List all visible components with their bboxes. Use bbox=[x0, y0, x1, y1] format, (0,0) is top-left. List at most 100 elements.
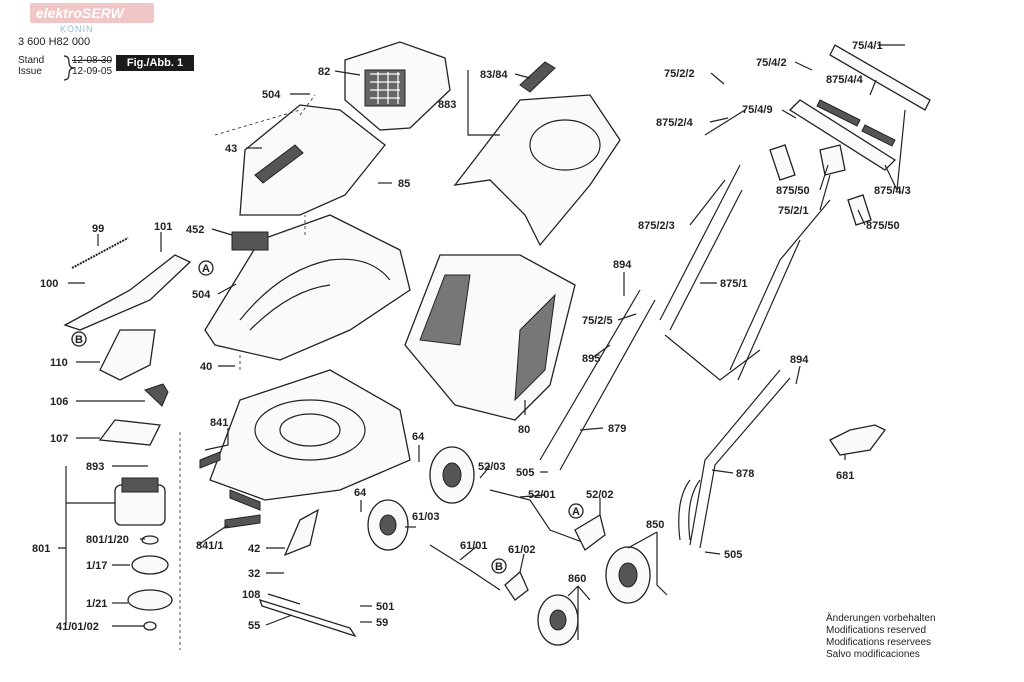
blade-part bbox=[258, 599, 357, 638]
marker-a-1 bbox=[198, 260, 214, 276]
upper-handle-part bbox=[659, 109, 831, 381]
label-505a: 505 bbox=[516, 467, 534, 479]
mower-deck-part bbox=[209, 369, 411, 501]
label-43: 43 bbox=[225, 143, 237, 155]
control-bar-part bbox=[788, 99, 897, 171]
label-52-03: 52/03 bbox=[478, 461, 506, 473]
label-64a: 64 bbox=[412, 431, 425, 443]
label-52-01: 52/01 bbox=[528, 489, 556, 501]
label-80: 80 bbox=[518, 424, 530, 436]
wheel-rear-upper bbox=[429, 446, 475, 504]
label-452: 452 bbox=[186, 224, 204, 236]
label-1-21: 1/21 bbox=[86, 598, 107, 610]
label-681: 681 bbox=[836, 470, 854, 482]
grip-part bbox=[829, 424, 886, 456]
label-875-4-4: 875/4/4 bbox=[826, 74, 864, 86]
label-841: 841 bbox=[210, 417, 228, 429]
grass-box-lid-part bbox=[453, 94, 621, 247]
label-75-2-1: 75/2/1 bbox=[778, 205, 809, 217]
label-75-4-1: 75/4/1 bbox=[852, 40, 883, 52]
label-875-1: 875/1 bbox=[720, 278, 748, 290]
figure-label: Fig./Abb. 1 bbox=[116, 55, 194, 71]
height-lever-part bbox=[63, 254, 192, 331]
svg-text:B: B bbox=[75, 334, 83, 346]
label-504a: 504 bbox=[262, 89, 281, 101]
label-75-4-2: 75/4/2 bbox=[756, 57, 787, 69]
label-894b: 894 bbox=[790, 354, 809, 366]
footer-note-de: Änderungen vorbehalten bbox=[826, 613, 936, 624]
svg-text:B: B bbox=[495, 561, 503, 573]
label-895: 895 bbox=[582, 353, 600, 365]
label-108: 108 bbox=[242, 589, 260, 601]
label-875-50b: 875/50 bbox=[866, 220, 900, 232]
label-878: 878 bbox=[736, 468, 754, 480]
label-83-84: 83/84 bbox=[480, 69, 508, 81]
label-110: 110 bbox=[50, 357, 68, 369]
label-505b: 505 bbox=[724, 549, 742, 561]
switch-cover-part bbox=[99, 329, 156, 381]
label-61-03: 61/03 bbox=[412, 511, 440, 523]
label-504b: 504 bbox=[192, 289, 211, 301]
marker-a-2 bbox=[568, 503, 584, 519]
motor-part bbox=[114, 477, 173, 631]
svg-text:A: A bbox=[572, 506, 580, 518]
label-883: 883 bbox=[438, 99, 456, 111]
label-61-01: 61/01 bbox=[460, 540, 488, 552]
label-894a: 894 bbox=[613, 259, 632, 271]
label-99: 99 bbox=[92, 223, 104, 235]
label-879: 879 bbox=[608, 423, 626, 435]
wheel-rear-right bbox=[605, 546, 651, 604]
footer-note-fr: Modifications reservees bbox=[826, 637, 932, 648]
label-801-1-20: 801/1/20 bbox=[86, 534, 129, 546]
label-841-1: 841/1 bbox=[196, 540, 224, 552]
label-59: 59 bbox=[376, 617, 388, 629]
wheel-front-left bbox=[367, 499, 409, 551]
label-100: 100 bbox=[40, 278, 58, 290]
label-42: 42 bbox=[248, 543, 260, 555]
top-cover-part bbox=[344, 41, 451, 131]
switch-block-part bbox=[231, 231, 269, 251]
label-41-01-02: 41/01/02 bbox=[56, 621, 99, 633]
label-893: 893 bbox=[86, 461, 104, 473]
label-64b: 64 bbox=[354, 487, 367, 499]
document-number: 3 600 H82 000 bbox=[18, 36, 91, 48]
switch-box-part bbox=[98, 419, 161, 446]
label-101: 101 bbox=[154, 221, 172, 233]
label-52-02: 52/02 bbox=[586, 489, 614, 501]
label-1-17: 1/17 bbox=[86, 560, 107, 572]
watermark-brand: elektroSERW bbox=[30, 3, 154, 23]
label-40: 40 bbox=[200, 361, 212, 373]
footer-note-en: Modifications reserved bbox=[826, 625, 927, 636]
motor-hood-part bbox=[239, 104, 386, 216]
label-75-2-2: 75/2/2 bbox=[664, 68, 695, 80]
label-107: 107 bbox=[50, 433, 68, 445]
label-75-4-9: 75/4/9 bbox=[742, 104, 773, 116]
issue-date: 12-09-05 bbox=[72, 66, 113, 77]
svg-text:A: A bbox=[202, 263, 210, 275]
label-61-02: 61/02 bbox=[508, 544, 536, 556]
wheel-front-bottom bbox=[537, 594, 579, 646]
label-75-2-5: 75/2/5 bbox=[582, 315, 613, 327]
label-85: 85 bbox=[398, 178, 410, 190]
label-501: 501 bbox=[376, 601, 394, 613]
lower-handle-part bbox=[689, 369, 791, 549]
label-106: 106 bbox=[50, 396, 68, 408]
label-875-2-4: 875/2/4 bbox=[656, 117, 694, 129]
flap-part bbox=[283, 508, 319, 557]
label-850: 850 bbox=[646, 519, 664, 531]
label-801: 801 bbox=[32, 543, 50, 555]
label-55: 55 bbox=[248, 620, 260, 632]
watermark-city: KONIN bbox=[60, 24, 94, 34]
footer-note-es: Salvo modificaciones bbox=[826, 649, 920, 660]
label-875-4-3: 875/4/3 bbox=[874, 185, 911, 197]
label-875-50a: 875/50 bbox=[776, 185, 810, 197]
label-875-2-3: 875/2/3 bbox=[638, 220, 675, 232]
marker-b-1 bbox=[71, 331, 87, 347]
issue-label: Issue bbox=[18, 66, 42, 77]
marker-b-2 bbox=[491, 558, 507, 574]
lid-handle-part bbox=[519, 61, 556, 93]
stand-date: 12-08-30 bbox=[72, 55, 113, 66]
stand-label: Stand bbox=[18, 55, 45, 66]
